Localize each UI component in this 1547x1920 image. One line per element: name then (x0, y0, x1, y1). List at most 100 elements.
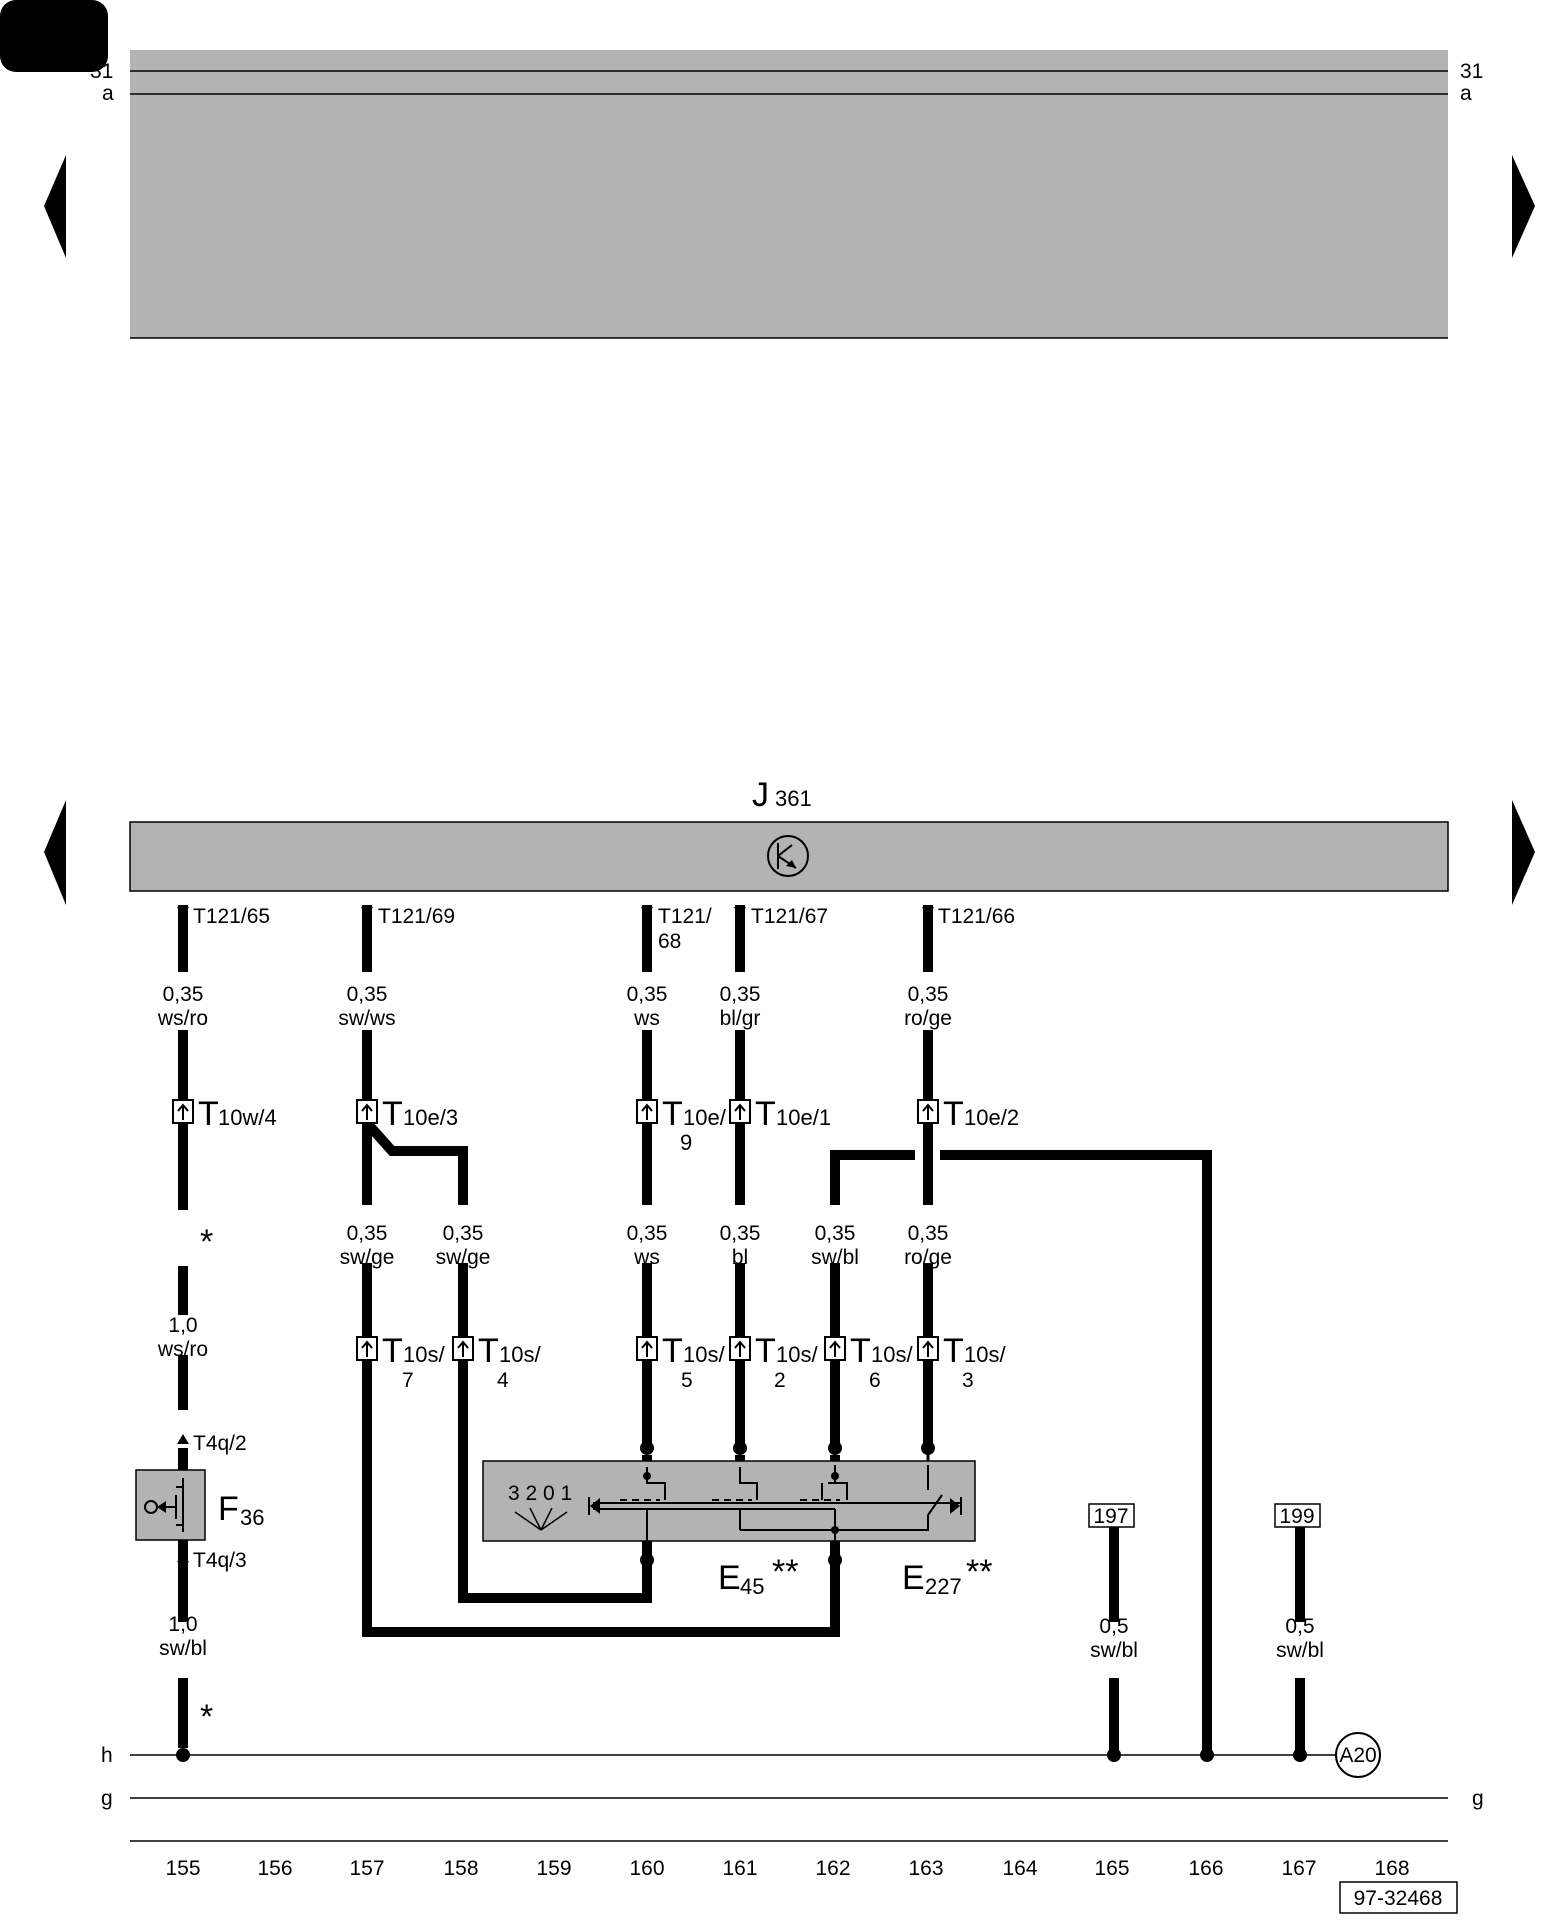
prev-page-arrow-icon[interactable] (44, 800, 66, 905)
wire-color: sw/bl (811, 1246, 859, 1269)
wire-color: sw/ws (338, 1007, 395, 1030)
wire-labels-middle: 0,35 sw/ge 0,35 sw/ge 0,35 ws 0,35 bl 0,… (157, 1222, 952, 1361)
next-page-arrow-icon[interactable] (1512, 800, 1535, 905)
wire-size: 0,35 (720, 983, 761, 1006)
column-number: 166 (1188, 1857, 1223, 1880)
connector-prefix: T (755, 1332, 776, 1370)
pin-label: T121/67 (751, 905, 828, 928)
component-e45-stars: ** (772, 1553, 798, 1591)
connector-pin: 10s/ (964, 1342, 1006, 1367)
pin-label: T121/65 (193, 905, 270, 928)
connector-pin: 3 (962, 1369, 974, 1392)
switch-e45-e227: 3 2 0 1 (482, 1441, 992, 1599)
wire-size: 1,0 (168, 1613, 197, 1636)
column-number: 163 (908, 1857, 943, 1880)
column-numbers: 155 156 157 158 159 160 161 162 163 164 … (165, 1857, 1409, 1880)
connector-pin: 4 (497, 1369, 509, 1392)
star-note: * (200, 1223, 213, 1261)
column-number: 160 (629, 1857, 664, 1880)
rail-31-left: 31 (90, 60, 113, 83)
rail-g-right-label: g (1472, 1787, 1484, 1810)
column-number: 167 (1281, 1857, 1316, 1880)
connector-arrows-t10s (361, 1340, 934, 1357)
wire-size: 1,0 (168, 1314, 197, 1337)
wire-size: 0,35 (627, 983, 668, 1006)
column-number: 162 (815, 1857, 850, 1880)
top-component-band (130, 50, 1448, 338)
wire-color: ro/ge (904, 1007, 952, 1030)
pin-label: T121/69 (378, 905, 455, 928)
wire-size: 0,5 (1099, 1615, 1128, 1638)
next-page-arrow-icon[interactable] (1512, 155, 1535, 258)
star-note: * (200, 1698, 213, 1736)
pin-arrows (177, 907, 934, 917)
switch-positions: 3 2 0 1 (508, 1482, 572, 1505)
connector-labels-t10: T 10w/4 T 10e/3 T 10e/ 9 T 10e/1 T 10e/2 (198, 1095, 1019, 1155)
connector-pin: 10s/ (776, 1342, 818, 1367)
component-f-number: 36 (240, 1505, 264, 1530)
pin-label: T4q/3 (193, 1549, 247, 1572)
rail-a-right: a (1460, 82, 1472, 105)
rail-g-left-label: g (101, 1787, 113, 1810)
wire-size: 0,35 (720, 1222, 761, 1245)
column-number: 157 (349, 1857, 384, 1880)
connector-pin: 10e/ (683, 1105, 727, 1130)
wire-color: ro/ge (904, 1246, 952, 1269)
reference-box-199[interactable] (1274, 1503, 1321, 1528)
pin-label: T4q/2 (193, 1432, 247, 1455)
reference-box-197[interactable] (1088, 1503, 1135, 1528)
connector-pin: 7 (402, 1369, 414, 1392)
wire-color: sw/bl (159, 1637, 207, 1660)
column-number: 155 (165, 1857, 200, 1880)
pin-label: 68 (658, 930, 681, 953)
wire-color: sw/ge (436, 1246, 491, 1269)
wire-color: ws (633, 1007, 660, 1030)
wire-color: bl (732, 1246, 748, 1269)
column-number: 161 (722, 1857, 757, 1880)
connector-pin: 9 (680, 1130, 692, 1155)
ground-point-circle[interactable] (1335, 1732, 1381, 1778)
wire-color: ws/ro (157, 1007, 208, 1030)
connector-pin: 10s/ (403, 1342, 445, 1367)
connector-prefix: T (943, 1332, 964, 1370)
wire-size: 0,35 (815, 1222, 856, 1245)
corner-tab (0, 0, 108, 72)
component-e227-number: 227 (925, 1574, 962, 1599)
wire-color: sw/bl (1276, 1639, 1324, 1662)
wire-color: sw/bl (1090, 1639, 1138, 1662)
component-j-letter: J (752, 776, 769, 814)
component-e227-letter: E (902, 1559, 925, 1597)
reference-197[interactable]: 197 (1093, 1505, 1128, 1528)
component-e227-stars: ** (966, 1553, 992, 1591)
ground-point-label[interactable]: A20 (1339, 1744, 1376, 1767)
document-number-box (1339, 1881, 1458, 1914)
wire-size: 0,35 (443, 1222, 484, 1245)
lever-fan-icon (514, 1507, 568, 1531)
wire-size: 0,35 (908, 983, 949, 1006)
wires (178, 905, 1305, 1755)
column-number: 159 (536, 1857, 571, 1880)
connector-prefix: T (478, 1332, 499, 1370)
reference-199[interactable]: 199 (1279, 1505, 1314, 1528)
connector-pin: 5 (681, 1369, 693, 1392)
connector-prefix: T (662, 1332, 683, 1370)
prev-page-arrow-icon[interactable] (44, 155, 66, 258)
wire-size: 0,35 (347, 1222, 388, 1245)
component-e45-number: 45 (740, 1574, 764, 1599)
column-number: 164 (1002, 1857, 1037, 1880)
arrow-left-icon (590, 1498, 600, 1514)
connector-pin: 10w/4 (218, 1105, 277, 1130)
connector-pin: 6 (869, 1369, 881, 1392)
wire-color: bl/gr (720, 1007, 761, 1030)
connector-prefix: T (943, 1095, 964, 1133)
wire-size: 0,5 (1285, 1615, 1314, 1638)
column-number: 165 (1094, 1857, 1129, 1880)
arrow-right-icon (950, 1498, 960, 1514)
document-number: 97-32468 (1354, 1887, 1443, 1910)
rail-a-left: a (102, 82, 114, 105)
wire-size: 0,35 (627, 1222, 668, 1245)
connector-pin: 2 (774, 1369, 786, 1392)
switch-f36: T4q/2 F 36 T4q/3 (135, 1432, 264, 1572)
component-e45-letter: E (718, 1559, 741, 1597)
